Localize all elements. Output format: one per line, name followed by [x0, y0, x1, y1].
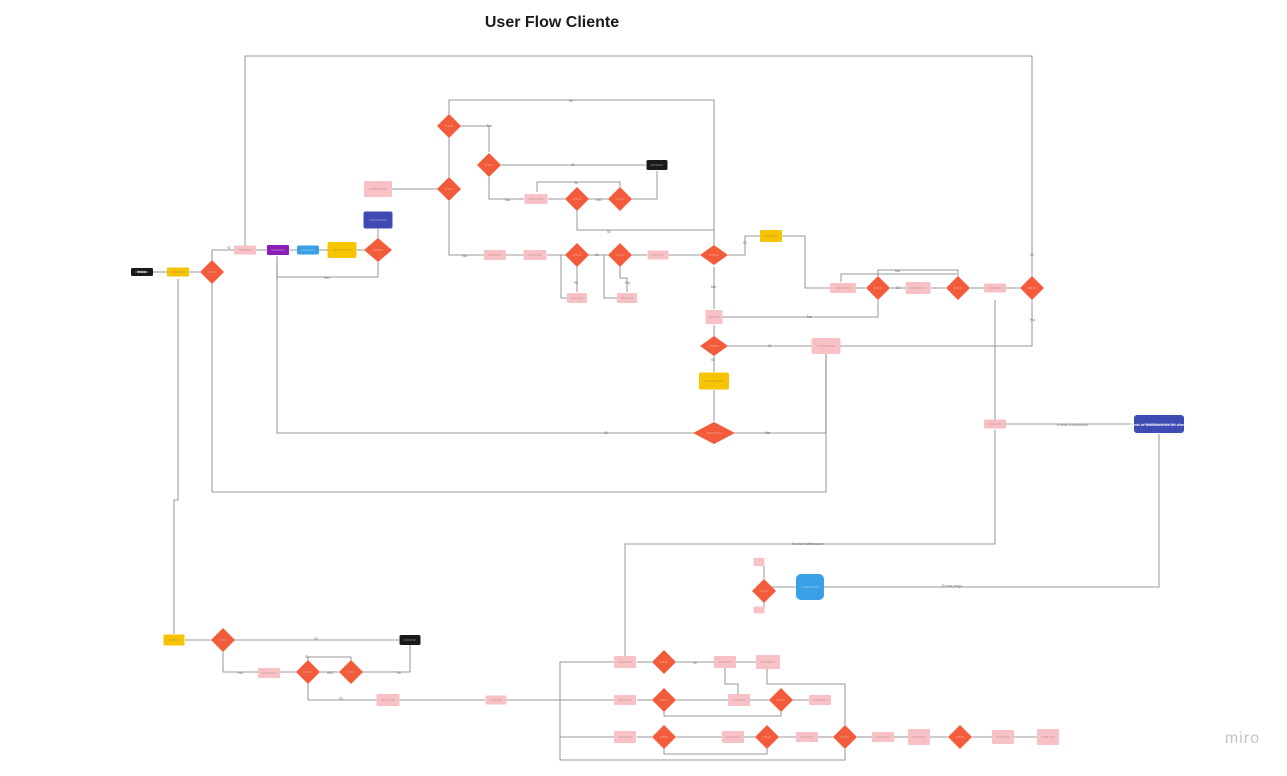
- connector: [362, 645, 411, 673]
- connector: [576, 211, 714, 231]
- connector: [724, 668, 739, 695]
- connector: [173, 279, 179, 634]
- connector: [619, 267, 628, 292]
- connector: [276, 256, 379, 278]
- edge-label-si: Si: [711, 357, 715, 362]
- connector: [211, 284, 827, 493]
- connector: [448, 99, 715, 245]
- process-node[interactable]: [524, 194, 548, 204]
- edge-label-si: Si: [227, 245, 231, 250]
- edge-label-no: No: [505, 197, 511, 202]
- connector: [488, 177, 524, 200]
- connector: [782, 235, 830, 289]
- node-inicio-label: Inicio: [137, 270, 146, 274]
- node-label-layer: Inicio Panel de Notificaciones del clien…: [137, 270, 1187, 427]
- edge-label-si: Si: [693, 660, 697, 665]
- connector: [244, 55, 1033, 276]
- connector: [722, 300, 879, 318]
- connector: [448, 201, 484, 256]
- connector: [559, 737, 846, 761]
- edge-label-si: Si: [305, 654, 309, 659]
- edge-label-no: No: [487, 123, 493, 128]
- indigo-screen-node[interactable]: [363, 211, 393, 229]
- edge-label-si: Si: [339, 696, 343, 701]
- connector: [559, 661, 614, 737]
- connector: [824, 434, 1160, 588]
- edge-label-envia-notificacion-2: Envia Notificacion: [792, 541, 824, 546]
- edge-label-envia-pago: Envia pago: [942, 583, 963, 588]
- edge-label-no-caps: NO: [324, 275, 330, 280]
- edge-label-no: No: [462, 253, 468, 258]
- connector: [631, 171, 658, 200]
- edge-label-si: Si: [595, 252, 599, 257]
- process-node[interactable]: [705, 310, 723, 324]
- edge-label-si: Si: [314, 636, 318, 641]
- board-title: User Flow Cliente: [484, 14, 620, 31]
- edge-label-no: No: [625, 280, 631, 285]
- connector: [211, 249, 234, 260]
- process-node[interactable]: [753, 606, 765, 614]
- edge-label-no-caps: NO: [596, 197, 602, 202]
- edge-label-si: Si: [574, 180, 578, 185]
- process-node[interactable]: [811, 338, 841, 354]
- connector: [276, 262, 694, 434]
- edge-label-no: No: [1030, 317, 1036, 322]
- edge-label-si: Si: [571, 162, 575, 167]
- connector: [222, 652, 258, 673]
- edge-label-si: Si: [896, 285, 900, 290]
- connector: [624, 430, 996, 657]
- connector: [307, 656, 352, 660]
- edge-label-si: Si: [569, 98, 573, 103]
- edge-label-si: Si: [768, 343, 772, 348]
- connector: [766, 668, 846, 725]
- connector: [307, 684, 377, 701]
- connector: [536, 181, 621, 192]
- connector: [663, 749, 768, 755]
- edge-label-si: Si: [743, 240, 747, 245]
- connector: [603, 255, 619, 299]
- process-node[interactable]: [376, 694, 400, 706]
- edge-label-si: Si: [604, 430, 608, 435]
- edge-label-si: Si: [607, 229, 611, 234]
- edge-label-si: Si: [397, 670, 401, 675]
- edge-label-si: Si: [1030, 252, 1034, 257]
- edge-label-si: Si: [574, 280, 578, 285]
- connector-layer: [153, 55, 1160, 761]
- edge-label-no: No: [765, 430, 771, 435]
- edge-label-no: No: [711, 284, 717, 289]
- edge-label-layer: Si NO Si No Si Si No NO Si No Si Si No S…: [227, 98, 1088, 701]
- node-panel-notificaciones-label: Panel de Notificaciones del cliente: [1130, 423, 1187, 427]
- edge-label-no: No: [807, 314, 813, 319]
- connector: [728, 235, 760, 256]
- connector: [560, 255, 568, 299]
- yellow-note-node[interactable]: [327, 242, 357, 258]
- edge-label-envia-notificacion: Envia notificacion: [1057, 422, 1088, 427]
- connector: [877, 269, 959, 276]
- process-node[interactable]: [753, 558, 765, 566]
- process-node[interactable]: [523, 250, 547, 260]
- connector: [840, 273, 957, 282]
- edge-label-no: No: [895, 268, 901, 273]
- connector: [840, 300, 1033, 347]
- edge-label-no-caps: NO: [327, 670, 333, 675]
- miro-logo: miro: [1224, 730, 1260, 747]
- connector: [460, 125, 490, 152]
- edge-label-no: No: [238, 670, 244, 675]
- connector: [734, 354, 827, 434]
- connector: [663, 712, 782, 717]
- node-layer: [131, 114, 1184, 749]
